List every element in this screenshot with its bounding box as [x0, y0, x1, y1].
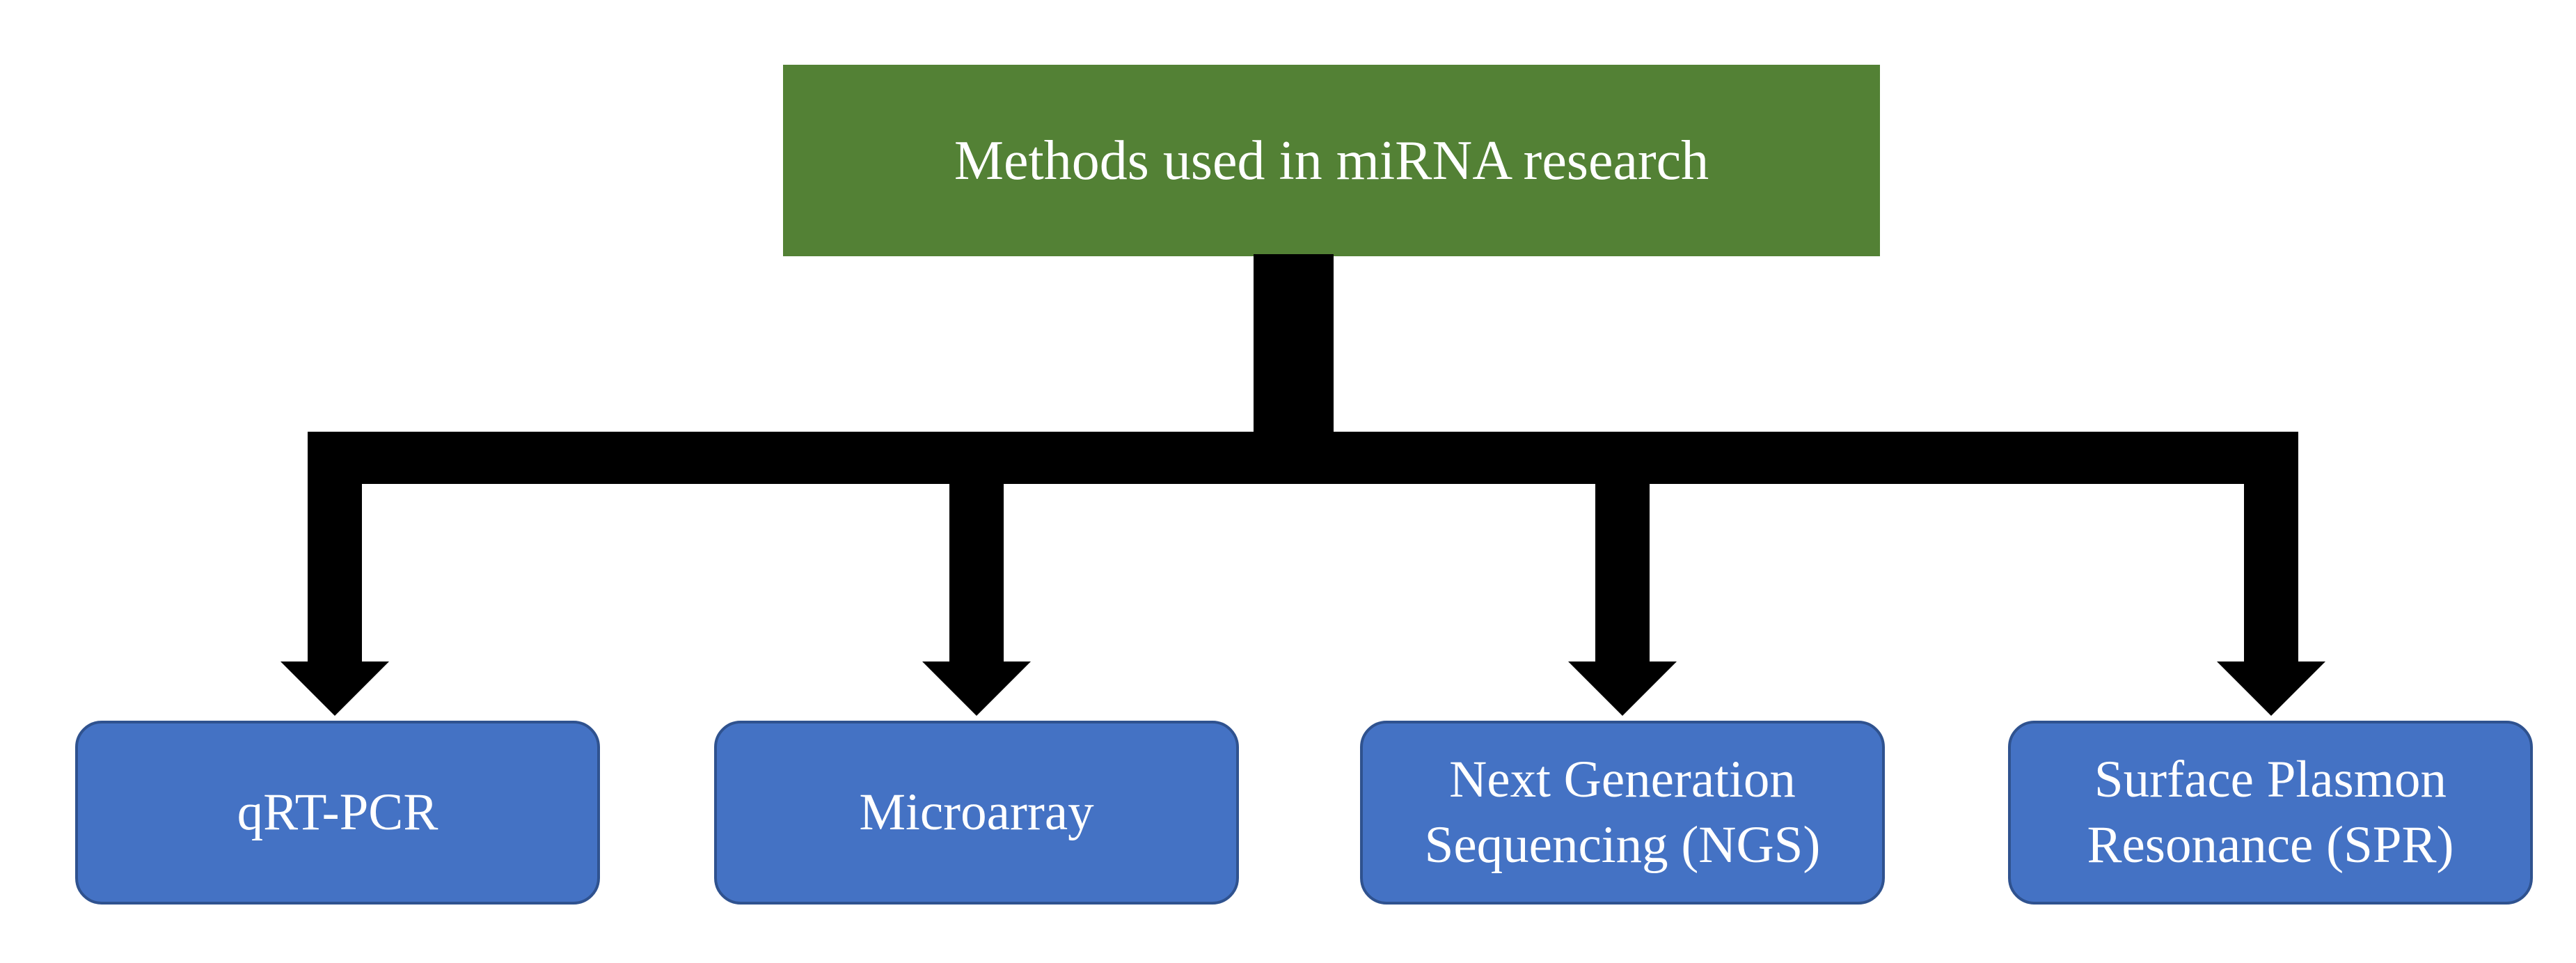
connector-arm-qrt-pcr: [308, 484, 362, 664]
node-label: qRT-PCR: [237, 783, 438, 842]
root-node-label: Methods used in miRNA research: [954, 130, 1709, 191]
connector-stem: [1254, 254, 1334, 432]
down-arrow-icon: [2217, 661, 2325, 716]
node-label: Next Generation Sequencing (NGS): [1424, 751, 1821, 874]
node-spr: Surface Plasmon Resonance (SPR): [2008, 721, 2533, 905]
down-arrow-icon: [922, 661, 1031, 716]
node-qrt-pcr: qRT-PCR: [75, 721, 600, 905]
connector-horizontal-bar: [308, 432, 2298, 484]
root-node-methods: Methods used in miRNA research: [783, 65, 1880, 256]
node-microarray: Microarray: [714, 721, 1239, 905]
node-ngs: Next Generation Sequencing (NGS): [1360, 721, 1885, 905]
connector-arm-spr: [2244, 484, 2298, 664]
node-label: Surface Plasmon Resonance (SPR): [2087, 751, 2454, 874]
connector-arm-ngs: [1595, 484, 1650, 664]
connector-arm-microarray: [949, 484, 1004, 664]
node-label: Microarray: [859, 783, 1094, 842]
down-arrow-icon: [1568, 661, 1677, 716]
down-arrow-icon: [280, 661, 389, 716]
